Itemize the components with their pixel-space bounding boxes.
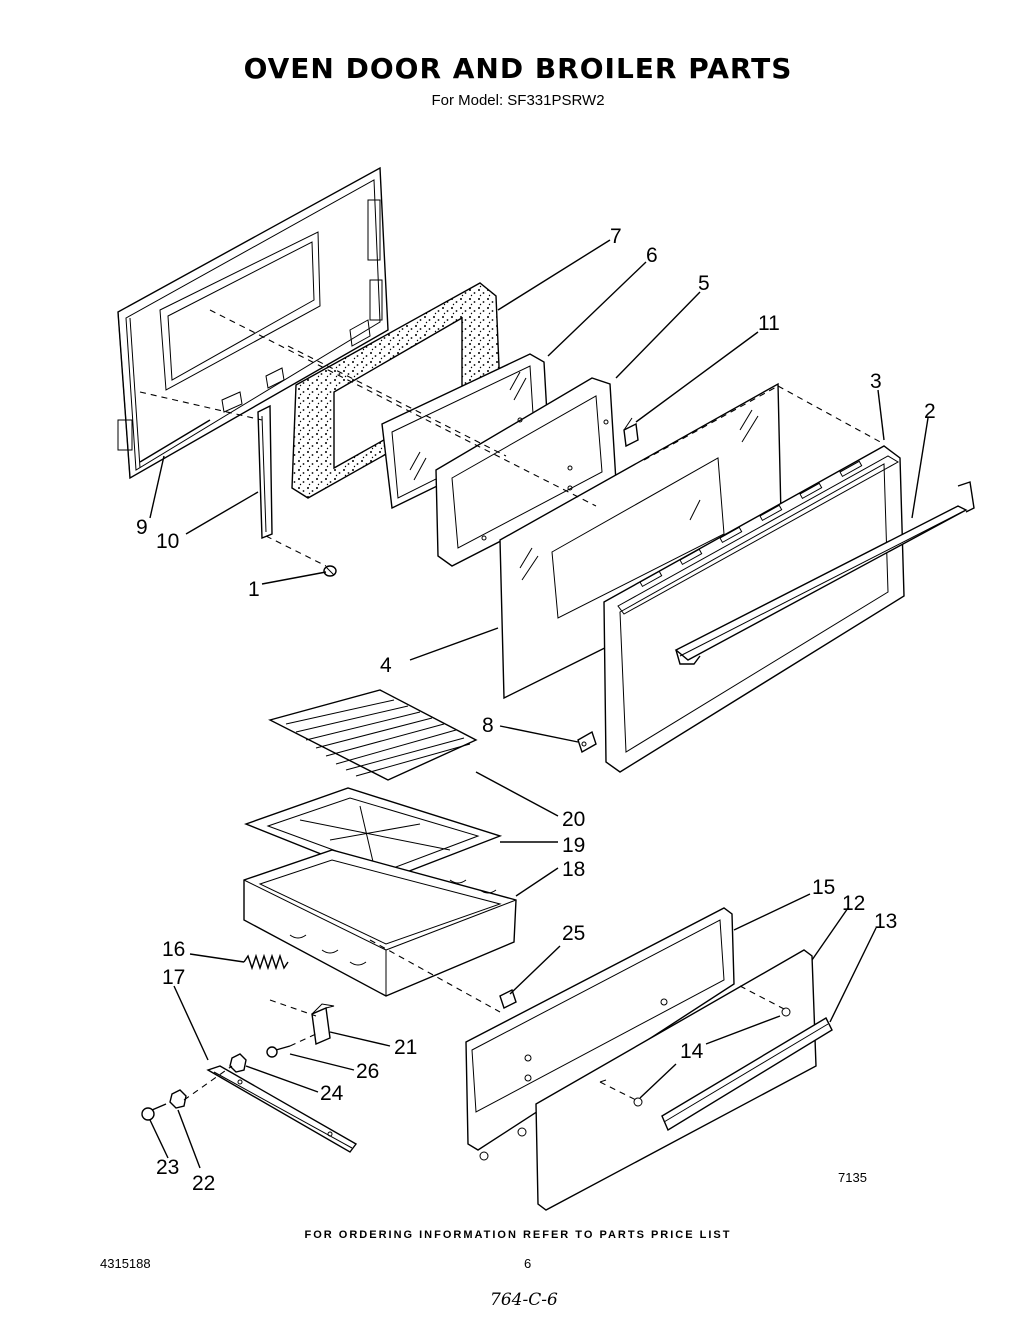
- spring-part: [243, 953, 289, 971]
- callout-22: 22: [192, 1172, 215, 1195]
- callout-21: 21: [394, 1036, 417, 1059]
- door-handle-part: [674, 481, 975, 665]
- callout-14: 14: [680, 1040, 704, 1063]
- outer-door-part: [603, 445, 905, 773]
- callout-20: 20: [562, 808, 585, 831]
- ordering-info-note: FOR ORDERING INFORMATION REFER TO PARTS …: [304, 1229, 732, 1241]
- callout-26: 26: [356, 1060, 379, 1083]
- callout-15: 15: [812, 876, 835, 899]
- callout-16: 16: [162, 938, 185, 961]
- figure-code: 7135: [838, 1170, 867, 1185]
- leader-lines: [149, 239, 929, 1169]
- drawer-inner-panel-part: [465, 907, 735, 1161]
- callout-19: 19: [562, 834, 585, 857]
- latch-part: [311, 1003, 335, 1046]
- page-title: OVEN DOOR AND BROILER PARTS: [243, 52, 793, 85]
- bolt-part: [141, 1103, 167, 1121]
- callout-17: 17: [162, 966, 185, 989]
- washer-part: [169, 1089, 187, 1109]
- clip-part: [623, 417, 639, 448]
- callout-4: 4: [380, 654, 392, 677]
- document-number: 4315188: [100, 1256, 151, 1271]
- callout-9: 9: [136, 516, 148, 539]
- nut-part: [229, 1053, 247, 1073]
- door-stop-part: [577, 730, 597, 754]
- callout-3: 3: [870, 370, 882, 393]
- callout-12: 12: [842, 892, 865, 915]
- page-number: 6: [524, 1256, 532, 1271]
- callout-7: 7: [610, 225, 622, 248]
- callout-2: 2: [924, 400, 936, 423]
- callout-25: 25: [562, 922, 585, 945]
- callout-11: 11: [758, 312, 780, 335]
- drawer-clip-part: [499, 989, 517, 1009]
- drawer-front-panel-part: [535, 949, 817, 1211]
- latch-screw-part: [266, 1045, 291, 1058]
- model-subtitle: For Model: SF331PSRW2: [431, 92, 605, 109]
- inner-glass-part: [381, 353, 549, 510]
- inner-door-panel-part: [117, 166, 389, 480]
- callout-24: 24: [320, 1082, 344, 1105]
- handwritten-note: 764-C-6: [490, 1290, 558, 1310]
- screw-part: [323, 565, 337, 577]
- callout-18: 18: [562, 858, 585, 881]
- hinge-channel-part: [257, 404, 273, 540]
- callout-8: 8: [482, 714, 494, 737]
- callout-5: 5: [698, 272, 710, 295]
- broiler-grid-part: [268, 689, 478, 781]
- broiler-pan-part: [243, 849, 517, 997]
- slide-rail-part: [206, 1065, 358, 1153]
- callout-6: 6: [646, 244, 658, 267]
- drawer-trim-part: [661, 1017, 833, 1132]
- glass-frame-part: [435, 377, 617, 567]
- assembly-lines: [139, 309, 885, 1101]
- callout-1: 1: [248, 578, 260, 601]
- callout-labels: 1 2 3 4 5 6 7 8 9 10 11 12 13 14 15 16 1…: [136, 225, 936, 1195]
- callout-23: 23: [156, 1156, 179, 1179]
- callout-13: 13: [874, 910, 897, 933]
- callout-10: 10: [156, 530, 179, 553]
